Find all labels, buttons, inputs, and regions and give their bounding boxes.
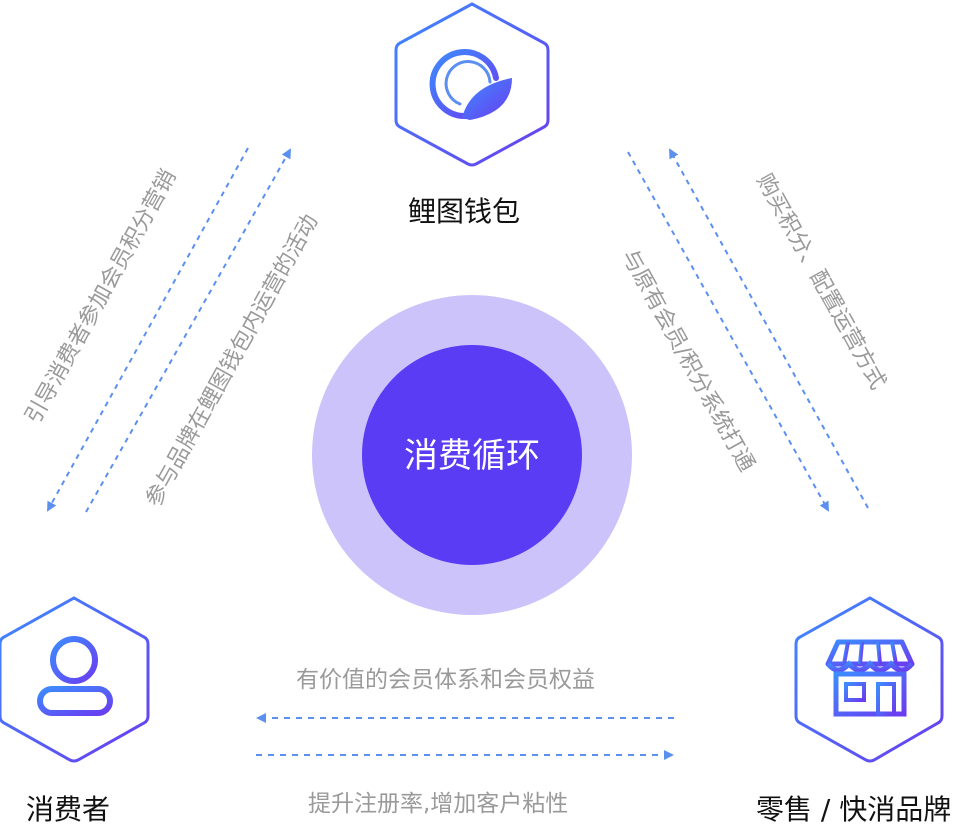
flow-label-brand-to-consumer: 有价值的会员体系和会员权益: [296, 667, 595, 693]
flow-label-consumer-to-wallet: 参与品牌在鲤图钱包内运营的活动: [141, 210, 323, 511]
flow-label-brand-to-wallet: 购买积分、配置运营方式: [751, 170, 890, 394]
center-circle: [362, 345, 582, 565]
wallet-logo-icon: [429, 49, 512, 120]
flow-label-wallet-to-consumer: 引导消费者参加会员积分营销: [21, 166, 182, 428]
center-label: 消费循环: [404, 436, 540, 476]
store-icon: [825, 639, 915, 717]
arrow-brand-to-wallet: [669, 148, 869, 509]
consumer-label: 消费者: [26, 793, 111, 826]
brand-label: 零售 / 快消品牌: [756, 793, 952, 826]
flow-label-consumer-to-brand: 提升注册率,增加客户粘性: [308, 791, 569, 817]
arrow-wallet-to-brand: [627, 151, 829, 512]
wallet-hexagon: [394, 2, 550, 167]
wallet-label: 鲤图钱包: [408, 195, 521, 228]
arrow-wallet-to-consumer: [47, 147, 249, 512]
user-icon: [37, 636, 113, 716]
brand-hexagon: [794, 596, 944, 763]
flow-label-wallet-to-brand: 与原有会员/积分系统打通: [616, 246, 759, 476]
